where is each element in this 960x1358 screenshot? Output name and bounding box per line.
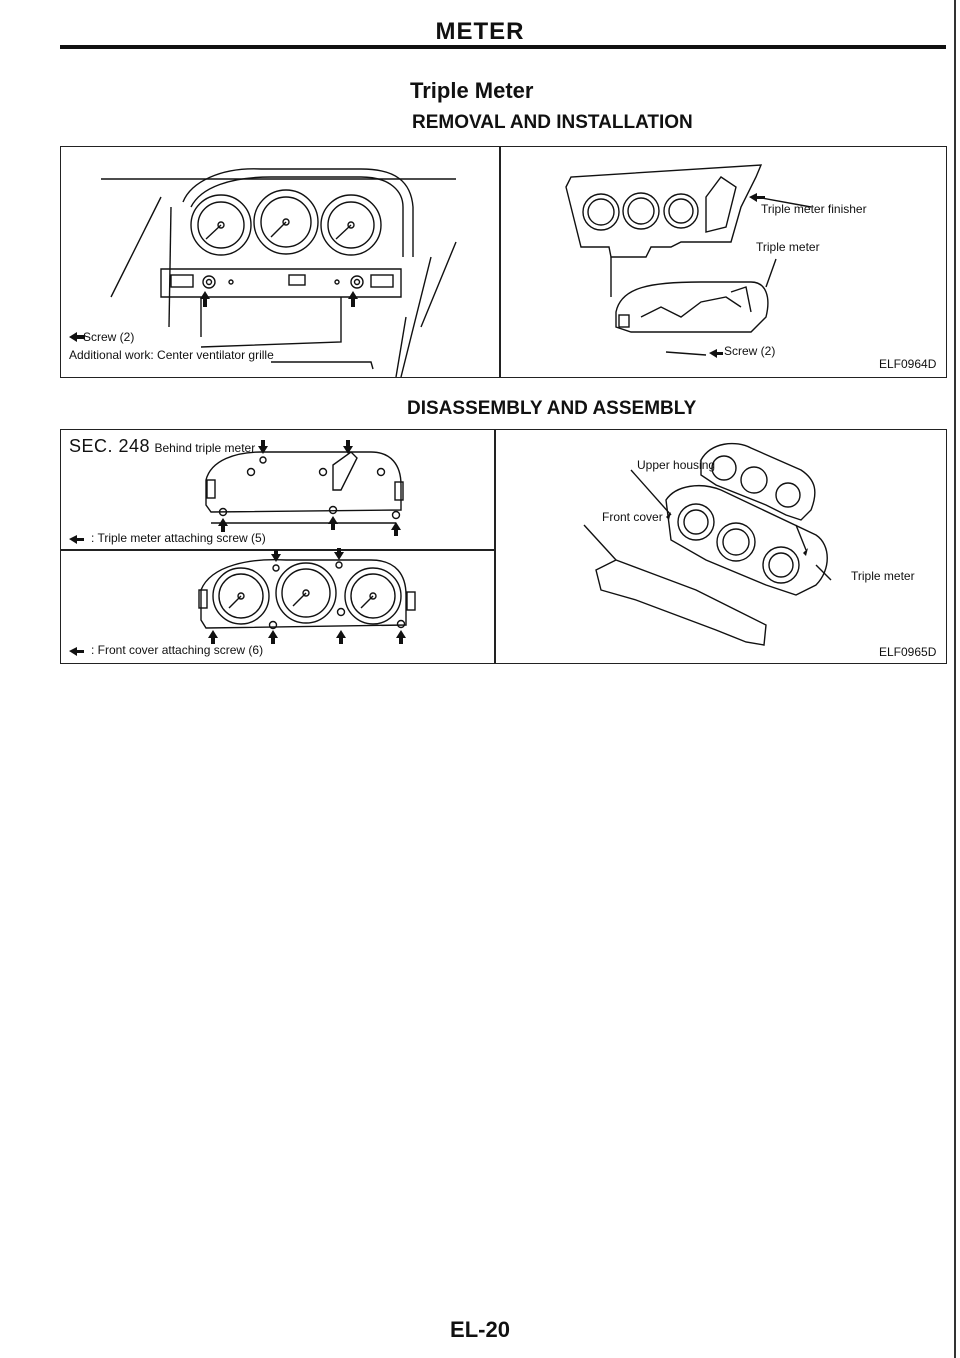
- page-number: EL-20: [450, 1317, 510, 1342]
- upper-housing-label: Upper housing: [637, 458, 716, 472]
- right-screw-label: Screw (2): [724, 344, 776, 358]
- triple-meter-finisher-label: Triple meter finisher: [761, 202, 867, 216]
- header-rule: [60, 45, 946, 49]
- sec-code-label: SEC. 248: [69, 436, 151, 456]
- removal-figure-panel: Screw (2) Additional work: Center ventil…: [60, 146, 947, 378]
- triple-meter-label: Triple meter: [756, 240, 820, 254]
- behind-triple-meter-label: Behind triple meter: [154, 441, 256, 455]
- disassembly-heading: DISASSEMBLY AND ASSEMBLY: [407, 398, 697, 419]
- disassembly-figure-panel: SEC. 248 Behind triple meter : Triple me…: [60, 429, 947, 664]
- triple-meter-screw-label: : Triple meter attaching screw (5): [91, 531, 266, 545]
- meter-finisher-illustration: [565, 164, 812, 358]
- figure-code-removal: ELF0964D: [879, 357, 937, 371]
- page-header-title: METER: [435, 18, 525, 45]
- meter-front-illustration: [69, 548, 416, 656]
- panel-horizontal-divider: [61, 549, 495, 551]
- exploded-view-illustration: [583, 442, 832, 646]
- panel-divider: [494, 430, 496, 663]
- exploded-triple-meter-label: Triple meter: [851, 569, 915, 583]
- removal-additional-work-label: Additional work: Center ventilator grill…: [69, 348, 274, 362]
- front-cover-label: Front cover: [602, 510, 663, 524]
- section-title: Triple Meter: [410, 78, 534, 103]
- front-cover-screw-label: : Front cover attaching screw (6): [91, 643, 264, 657]
- removal-heading: REMOVAL AND INSTALLATION: [412, 112, 693, 133]
- removal-screw-label: Screw (2): [83, 330, 135, 344]
- figure-code-disassembly: ELF0965D: [879, 645, 937, 659]
- page-edge-rule: [954, 0, 956, 1358]
- dashboard-illustration: [69, 168, 457, 378]
- panel-divider: [499, 147, 501, 377]
- meter-rear-illustration: [69, 440, 404, 544]
